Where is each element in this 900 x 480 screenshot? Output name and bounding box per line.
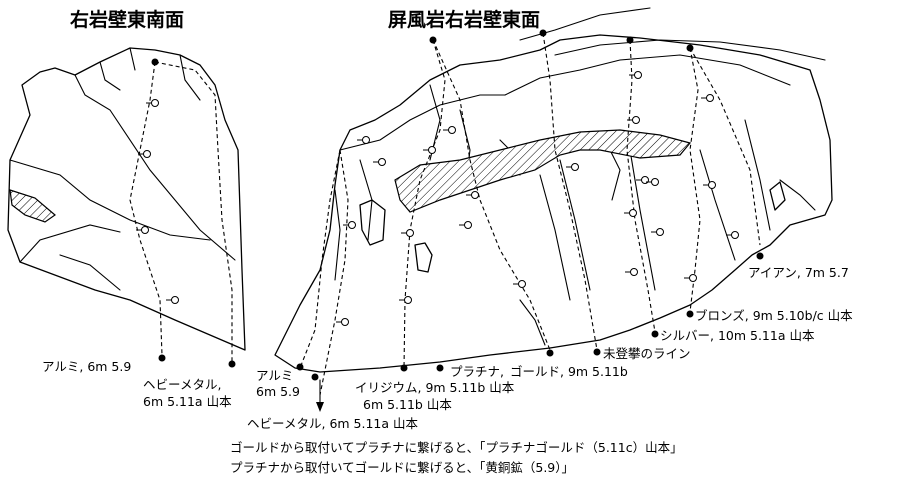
route-label-heavymetal-right: ヘビーメタル, 6m 5.11a 山本 [247, 416, 419, 431]
route-label-iridium-1: イリジウム, 9m 5.11b 山本 [355, 380, 515, 395]
right-face-title: 屏風岩右岩壁東面 [388, 8, 540, 31]
route-label-silver: シルバー, 10m 5.11a 山本 [660, 328, 815, 343]
route-label-unclimbed: 未登攀のライン [603, 346, 691, 361]
route-label-platina: プラチナ, [450, 364, 504, 379]
route-label-iron: アイアン, 7m 5.7 [748, 265, 849, 280]
right-face-drawing [158, 7, 833, 412]
left-face-drawing [7, 47, 246, 362]
route-label-iridium-2: 6m 5.11b 山本 [363, 397, 452, 412]
route-label-bronze: ブロンズ, 9m 5.10b/c 山本 [695, 308, 853, 323]
route-label-heavymetal-left-2: 6m 5.11a 山本 [143, 394, 232, 409]
route-label-gold: ゴールド, 9m 5.11b [510, 364, 628, 379]
route-label-alumi-right-1: アルミ [256, 368, 293, 383]
route-label-alumi-left: アルミ, 6m 5.9 [42, 359, 131, 374]
note-line-2: プラチナから取付いてゴールドに繋げると、「黄銅鉱（5.9）」 [230, 460, 574, 475]
left-face-title: 右岩壁東南面 [69, 8, 184, 31]
note-line-1: ゴールドから取付いてプラチナに繋げると、「プラチナゴールド（5.11c）山本」 [230, 440, 683, 455]
route-label-heavymetal-left-1: ヘビーメタル, [143, 377, 221, 392]
route-label-alumi-right-2: 6m 5.9 [256, 384, 300, 399]
